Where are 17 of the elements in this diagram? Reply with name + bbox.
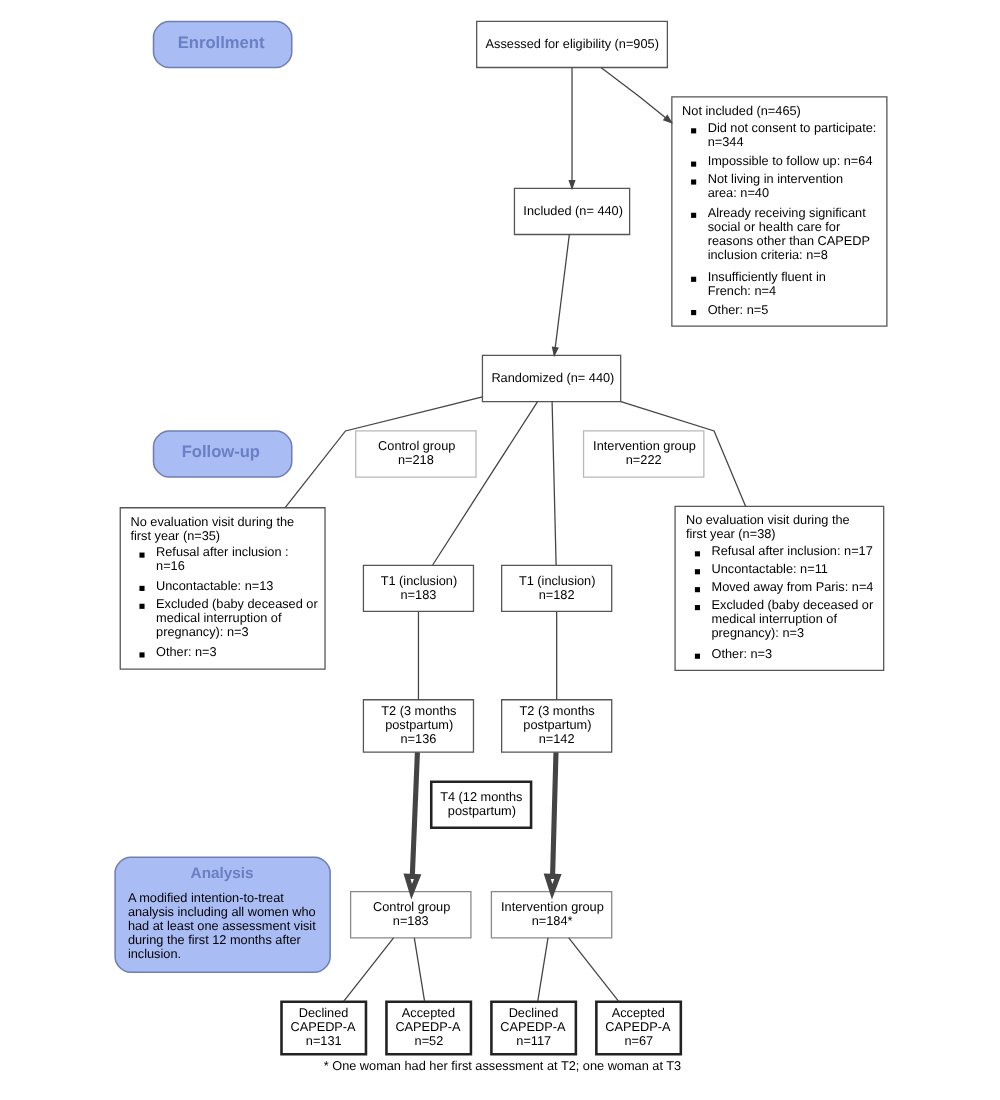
- connector: [567, 937, 619, 1003]
- node-box: Follow-up: [151, 430, 292, 478]
- connector: [283, 396, 482, 509]
- arrow: [542, 752, 561, 900]
- arrow: [567, 66, 575, 191]
- connector: [431, 400, 538, 566]
- node-box: Enrollment: [151, 20, 292, 69]
- connector: [619, 401, 746, 507]
- connector: [342, 937, 394, 1003]
- connector: [555, 611, 557, 701]
- arrow: [599, 67, 673, 124]
- connector: [416, 611, 419, 701]
- connector: [550, 400, 556, 566]
- arrow: [402, 752, 421, 900]
- arrow: [550, 233, 569, 358]
- connector: [536, 937, 548, 1003]
- connector: [412, 937, 425, 1003]
